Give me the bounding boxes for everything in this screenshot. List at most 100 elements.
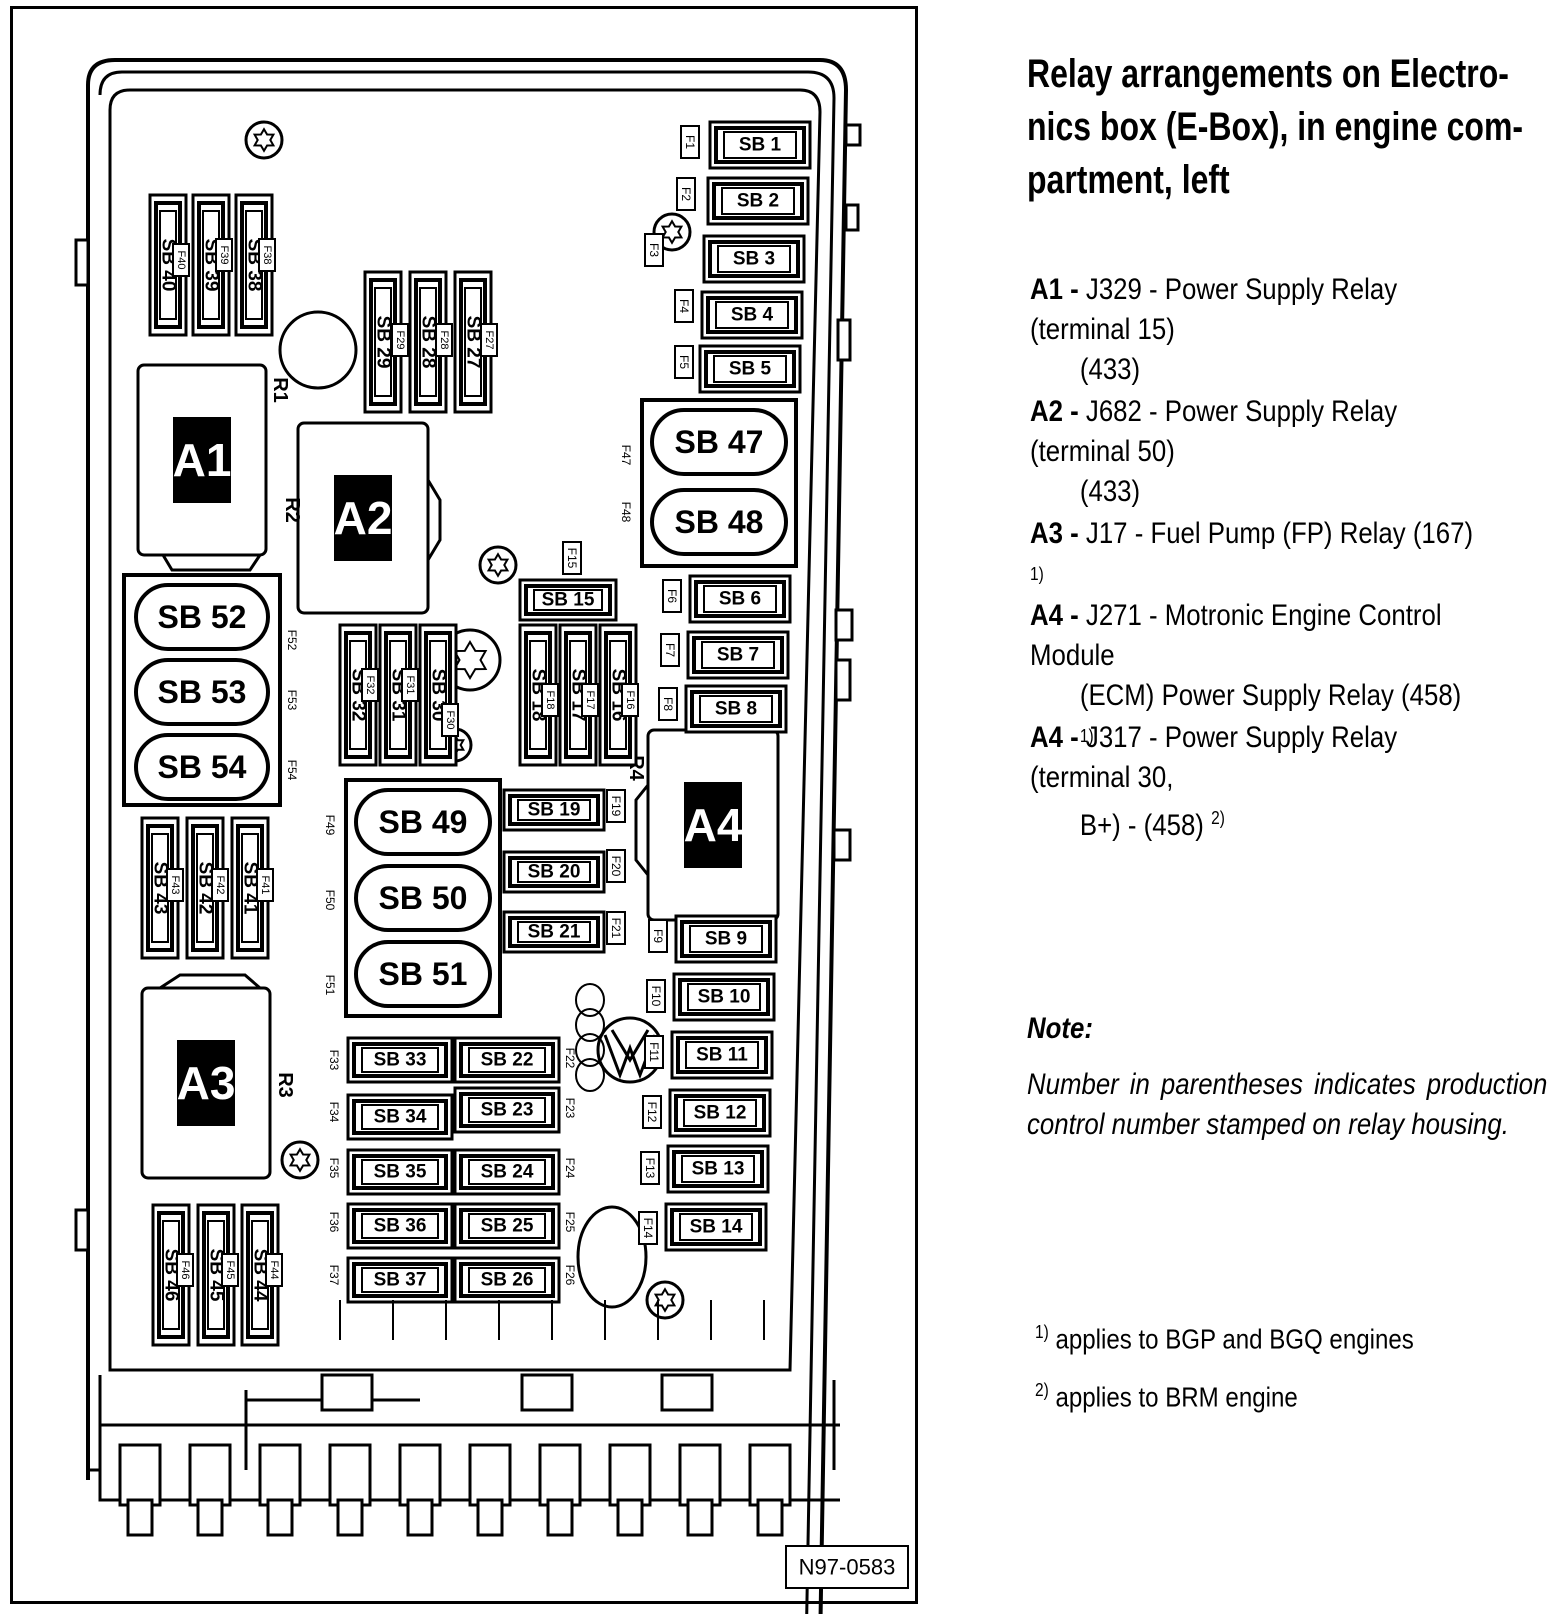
maxi-fuse-body xyxy=(134,658,270,726)
fuse-ref: F33 xyxy=(327,1050,341,1071)
terminal-pin-tip xyxy=(196,1498,224,1537)
fuse-label: SB 12 xyxy=(694,1103,747,1124)
note-text: Number in parentheses indicates producti… xyxy=(1027,1068,1548,1141)
fuse-sb37: SB 37 xyxy=(346,1256,454,1304)
fuse-ref: F32 xyxy=(364,676,376,695)
fuse-ref-box xyxy=(606,849,626,883)
relay-ref: R2 xyxy=(281,497,303,523)
fuse-ref: F40 xyxy=(175,251,187,270)
legend-item-a1: A1 - J329 - Power Supply Relay (terminal… xyxy=(1030,270,1477,390)
fuse-ref-box xyxy=(660,633,680,667)
legend-desc-cont: (433) xyxy=(1079,475,1141,508)
fuse-ref-box xyxy=(640,1151,660,1185)
fuse-sb22: SB 22 xyxy=(453,1036,561,1084)
relay-a3-tab xyxy=(159,973,261,990)
maxi-fuse-label: SB 53 xyxy=(158,674,247,710)
fuse-ref: F13 xyxy=(643,1158,657,1179)
fuse-ref-box xyxy=(606,789,626,823)
fuse-label: SB 14 xyxy=(690,1217,743,1238)
terminal-post xyxy=(320,1373,374,1412)
fuse-ref: F11 xyxy=(647,1042,661,1062)
fuse-ref: F29 xyxy=(394,331,406,350)
fuse-label: SB 11 xyxy=(696,1045,748,1066)
fuse-label: SB 36 xyxy=(374,1216,427,1237)
fuse-sb36: SB 36 xyxy=(346,1202,454,1250)
legend-desc: J329 - Power Supply Relay (terminal 15) xyxy=(1030,273,1398,346)
fuse-ref: F34 xyxy=(327,1102,341,1123)
legend-item-a3: A3 - J17 - Fuel Pump (FP) Relay (167) 1) xyxy=(1030,514,1477,602)
fuse-ref: F14 xyxy=(641,1218,655,1239)
fuse-window xyxy=(361,1267,439,1293)
fuse-label: SB 21 xyxy=(528,922,581,943)
fuse-ref-box xyxy=(606,911,626,945)
fuse-sb7: SB 7F7 xyxy=(660,630,790,680)
fuse-sb34: SB 34 xyxy=(346,1093,454,1141)
terminal-pin xyxy=(398,1443,442,1507)
fuse-ref-box xyxy=(621,683,639,717)
maxi-fuse-body xyxy=(134,583,270,651)
fuse-ref-box xyxy=(648,919,668,953)
side-tab xyxy=(844,203,860,232)
legend-desc: J317 - Power Supply Relay (terminal 30, xyxy=(1030,721,1398,794)
audi-ring-icon xyxy=(575,1058,605,1092)
footnote-ref: 1) xyxy=(1079,726,1094,746)
relay-badge xyxy=(173,417,231,503)
screw-head xyxy=(252,127,276,153)
fuse-label: SB 20 xyxy=(528,862,581,883)
fuse-sb26: SB 26 xyxy=(453,1256,561,1304)
fuse-sb49: SB 49 xyxy=(354,788,492,856)
fuse-ref-box xyxy=(258,238,276,272)
fuse-ref: F37 xyxy=(327,1265,341,1286)
maxi-fuse-body xyxy=(650,488,788,556)
fuse-window xyxy=(681,1155,755,1183)
fuse-sb48: SB 48 xyxy=(650,488,788,556)
terminal-post xyxy=(520,1373,574,1412)
maxi-fuse-body xyxy=(650,408,788,476)
fuse-label: SB 27 xyxy=(463,316,484,369)
fuse-ref-box xyxy=(256,868,274,902)
terminal-pin xyxy=(678,1443,722,1507)
legend-desc: J682 - Power Supply Relay (terminal 50) xyxy=(1030,395,1398,468)
fuse-ref-box xyxy=(638,1211,658,1245)
fuse-ref: F15 xyxy=(565,548,579,569)
fuse-ref: F42 xyxy=(214,876,226,895)
connector-frame xyxy=(86,1390,840,1502)
fuse-window xyxy=(679,1213,753,1241)
terminal-pin xyxy=(468,1443,512,1507)
maxi-fuse-body xyxy=(354,864,492,932)
side-tab xyxy=(74,238,90,287)
screw-head xyxy=(660,219,684,245)
legend-desc-cont: (ECM) Power Supply Relay (458) xyxy=(1079,679,1462,712)
fuse-ref: F27 xyxy=(483,331,495,350)
fuse-sb54: SB 54 xyxy=(134,733,270,801)
fuse-label: SB 42 xyxy=(195,862,216,915)
side-tab xyxy=(844,123,862,147)
fuse-ref: F52 xyxy=(285,630,299,651)
fuse-window xyxy=(533,589,603,611)
footnote-1: 1) applies to BGP and BGQ engines xyxy=(1035,1322,1414,1355)
relay-badge xyxy=(684,782,742,868)
fuse-ref: F30 xyxy=(444,711,456,730)
fuse-label: SB 25 xyxy=(481,1216,534,1237)
fuse-label: SB 33 xyxy=(374,1050,427,1071)
fuse-ref-box xyxy=(401,668,419,702)
relay-a4-tab xyxy=(634,784,650,876)
terminal-post xyxy=(660,1373,714,1412)
fuse-label: SB 3 xyxy=(733,249,775,270)
fuse-ref: F19 xyxy=(609,796,623,817)
fuse-window xyxy=(689,925,763,953)
footnote-mark: 1) xyxy=(1035,1322,1049,1342)
fuse-ref: F48 xyxy=(619,502,633,523)
fuse-ref: F44 xyxy=(268,1261,280,1280)
